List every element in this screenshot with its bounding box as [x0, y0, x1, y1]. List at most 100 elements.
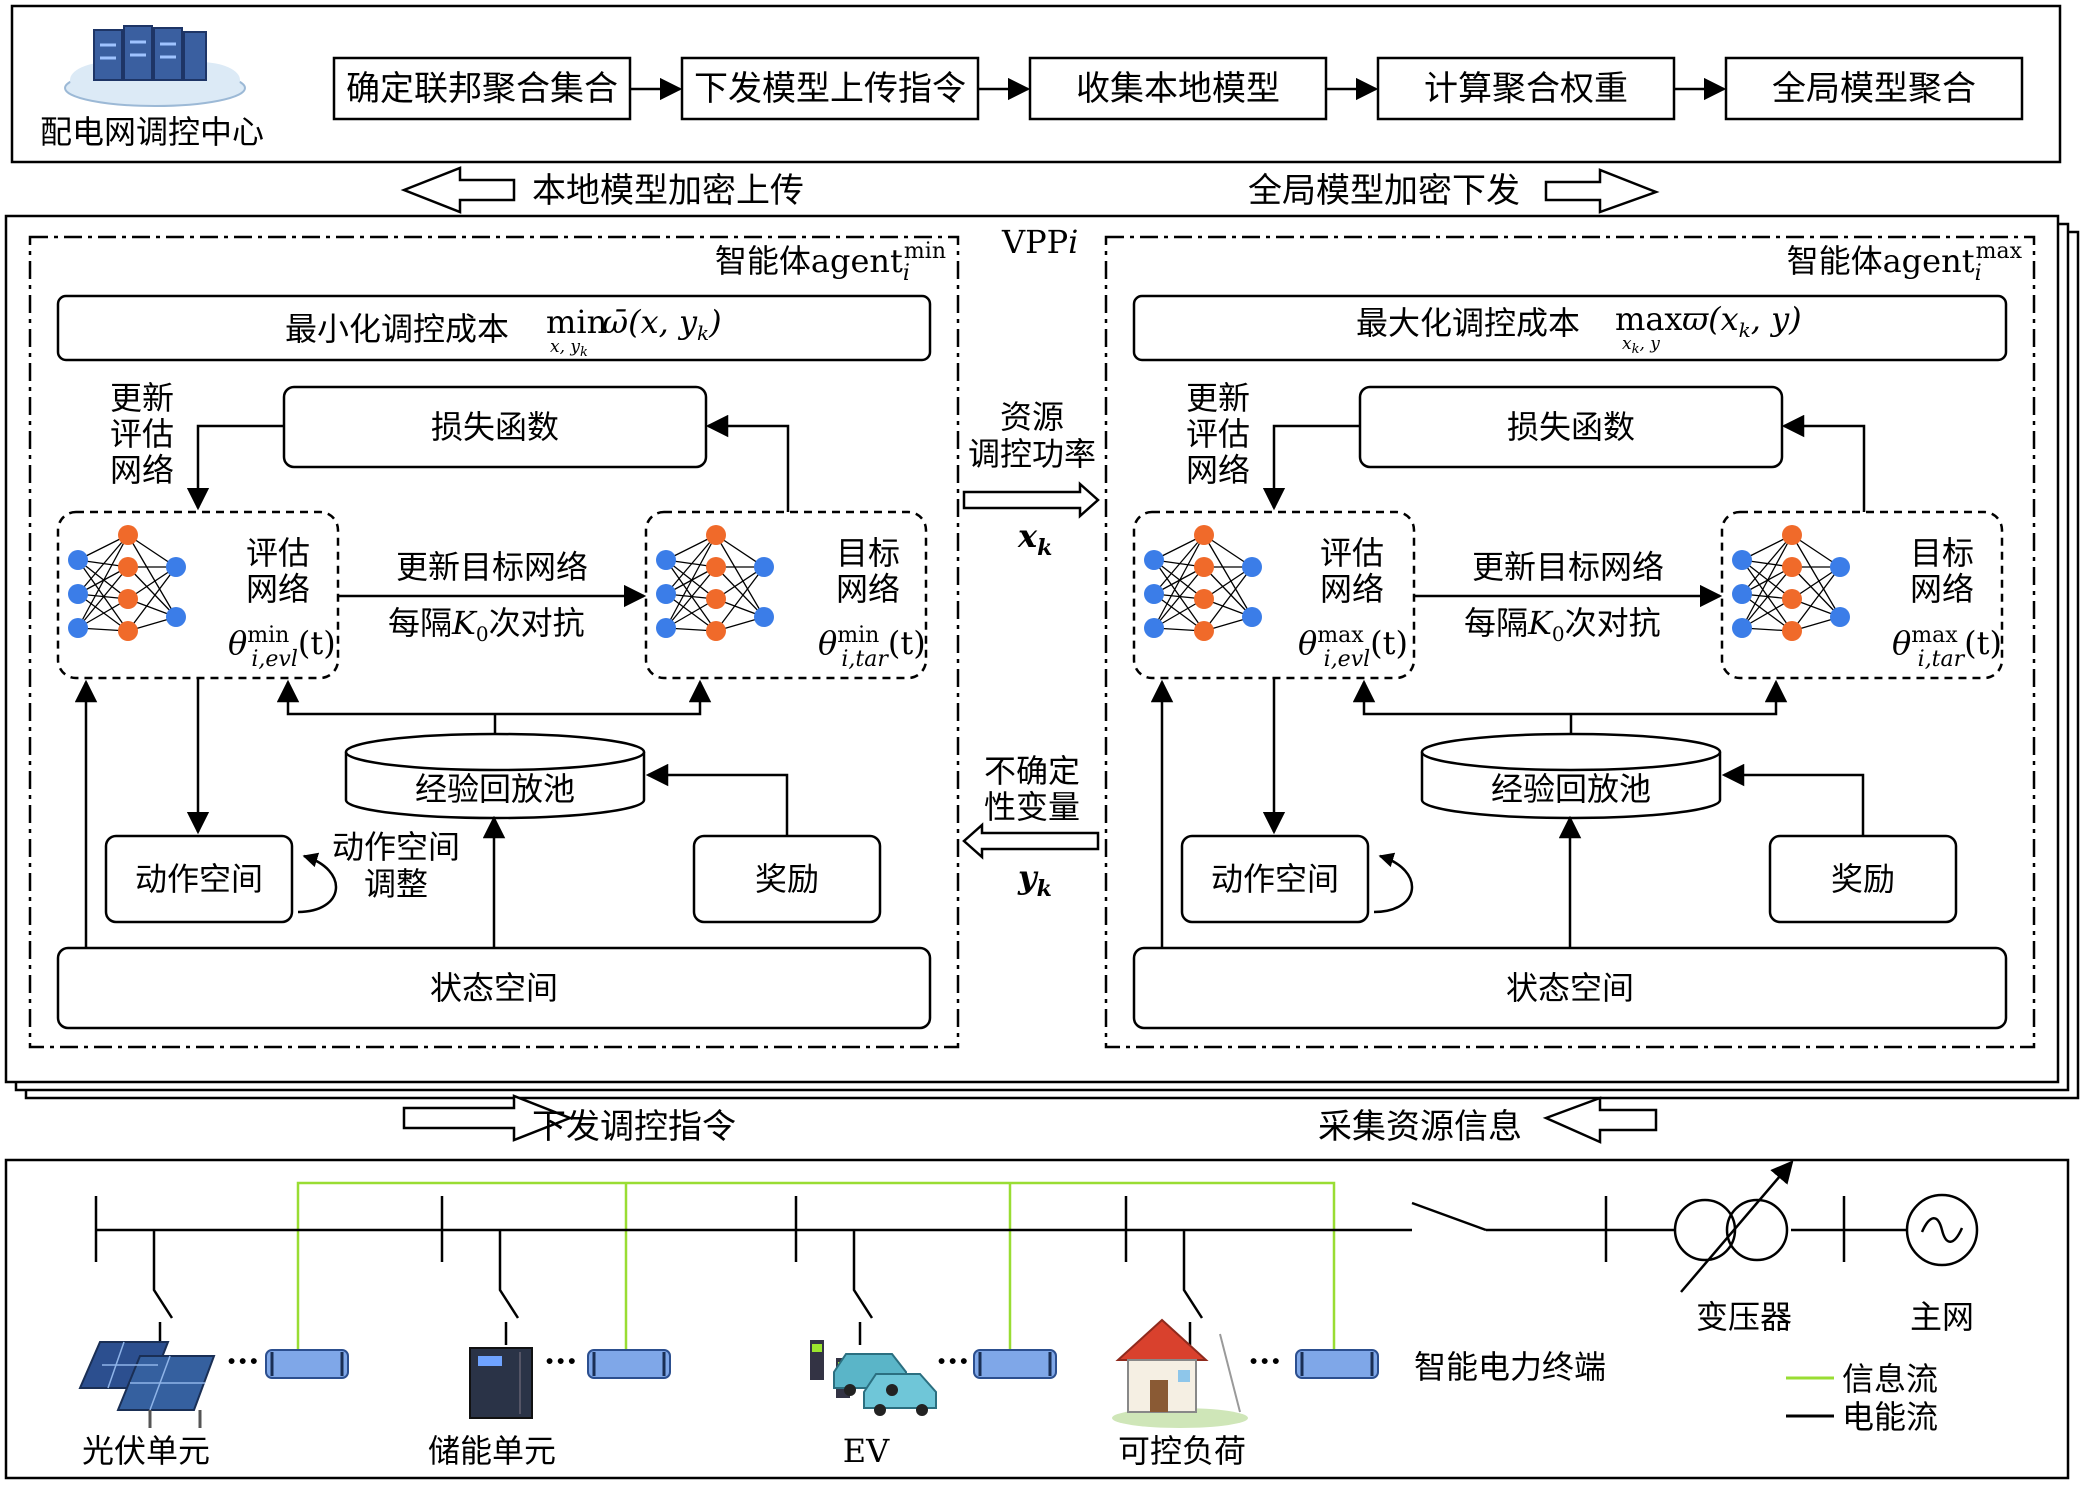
upload-label: 本地模型加密上传	[532, 171, 804, 211]
nn-edge	[715, 566, 765, 632]
nn-hidden-node	[118, 525, 138, 545]
nn-edge	[77, 534, 129, 629]
agent-max-every: 每隔K0次对抗	[1464, 604, 1661, 646]
agent-min-eval-nn-icon	[68, 525, 186, 641]
nn-edge	[77, 559, 129, 600]
nn-hidden-node	[706, 557, 726, 577]
agent-min-update-eval-1: 更新	[110, 379, 174, 417]
agent-max-replay-to-target	[1571, 679, 1788, 716]
step-1-label: 确定联邦聚合集合	[346, 69, 618, 109]
step-box-3	[1028, 56, 1328, 121]
main-grid-label: 主网	[1910, 1298, 1974, 1336]
nn-hidden-node	[1782, 621, 1802, 641]
nn-edge	[77, 593, 129, 632]
nn-edge	[1153, 566, 1205, 629]
agent-max-state-label: 状态空间	[1506, 969, 1634, 1007]
download-arrow-icon	[1544, 168, 1660, 214]
nn-edge	[1741, 534, 1793, 629]
agent-min-target-to-loss	[705, 414, 790, 512]
step-box-4	[1376, 56, 1676, 121]
agent-min-replay-to-eval	[276, 679, 495, 716]
ev-ellipsis: ···	[936, 1342, 969, 1380]
upload-arrow-icon	[400, 166, 516, 214]
agent-min-loss-label: 损失函数	[431, 408, 559, 446]
nn-edge	[77, 566, 129, 629]
unit-label-storage: 储能单元	[428, 1432, 556, 1470]
legend-label-power: 电能流	[1842, 1398, 1938, 1436]
nn-edge	[1153, 534, 1205, 629]
nn-hidden-node	[118, 589, 138, 609]
agent-max-title: 智能体agentimax	[1787, 239, 2023, 286]
agent-max-reward-to-replay	[1721, 763, 1865, 836]
agent-max-panel: 智能体agentimax 最大化调控成本 max xk, y ϖ(xk, y) …	[1104, 235, 2036, 1049]
nn-input-node	[656, 618, 676, 638]
terminal-icon	[973, 1349, 1057, 1379]
agent-max-action-label: 动作空间	[1211, 860, 1339, 898]
storage-cabinet-icon	[469, 1347, 533, 1419]
nn-output-node	[754, 557, 774, 577]
nn-edge	[1741, 534, 1793, 595]
power-label-line2: 调控功率	[968, 435, 1096, 473]
nn-edge	[665, 566, 717, 629]
agent-max-objective-text: 最大化调控成本	[1356, 304, 1580, 342]
unit-label-ev: EV	[843, 1432, 890, 1470]
agent-max-target-net-1: 目标	[1910, 534, 1974, 572]
nn-edge	[715, 534, 765, 618]
power-arrow-icon	[962, 481, 1100, 519]
nn-edge	[77, 534, 129, 595]
nn-edge	[665, 559, 717, 632]
agent-min-target-net-1: 目标	[836, 534, 900, 572]
agent-min-eval-net-2: 网络	[246, 570, 310, 608]
nn-input-node	[656, 584, 676, 604]
agent-max-objective-box	[1132, 294, 2008, 362]
nn-edge	[1791, 534, 1841, 618]
nn-edge	[1741, 559, 1793, 632]
transformer-label: 变压器	[1696, 1298, 1792, 1336]
legend: 信息流 电能流	[1786, 1360, 1938, 1436]
step-5-label: 全局模型聚合	[1772, 69, 1976, 109]
collect-label: 采集资源信息	[1318, 1107, 1522, 1147]
agent-min-target-nn-icon	[656, 525, 774, 641]
info-flow-lines	[296, 1181, 1336, 1355]
agent-min-title: 智能体agentimin	[715, 239, 946, 286]
agent-max-update-eval-3: 网络	[1186, 451, 1250, 489]
agent-min-update-eval-3: 网络	[110, 451, 174, 489]
legend-label-info: 信息流	[1842, 1360, 1938, 1398]
control-center-label: 配电网调控中心	[40, 113, 264, 151]
download-label: 全局模型加密下发	[1248, 171, 1520, 211]
nn-input-node	[1144, 618, 1164, 638]
house-load-icon	[1112, 1318, 1248, 1428]
power-bus	[94, 1196, 1906, 1262]
agent-max-replay-label: 经验回放池	[1491, 770, 1651, 808]
nn-output-node	[166, 557, 186, 577]
nn-output-node	[1242, 607, 1262, 627]
terminal-label: 智能电力终端	[1414, 1348, 1606, 1386]
grid-panel	[4, 1158, 2070, 1480]
aggregation-steps: 确定联邦聚合集合 下发模型上传指令 收集本地模型 计算聚合权重 全局模型聚合	[332, 56, 2024, 121]
nn-hidden-node	[118, 557, 138, 577]
nn-edge	[665, 593, 717, 632]
agent-min-objective-func: ω̄(x, yk)	[602, 303, 722, 345]
agent-max-replay-to-eval	[1352, 679, 1571, 716]
nn-edge	[1791, 566, 1841, 618]
nn-hidden-node	[1194, 525, 1214, 545]
nn-hidden-node	[118, 621, 138, 641]
nn-edge	[1203, 534, 1253, 618]
agent-min-action-adjust-2: 调整	[364, 865, 428, 903]
nn-edge	[1153, 534, 1205, 595]
agent-min-target-net-2: 网络	[836, 570, 900, 608]
nn-input-node	[656, 550, 676, 570]
nn-edge	[1153, 559, 1205, 600]
ev-charging-icon	[810, 1340, 937, 1416]
nn-edge	[1203, 566, 1253, 632]
agent-max-objective-op: max	[1615, 300, 1682, 338]
agent-max-eval-nn-icon	[1144, 525, 1262, 641]
nn-input-node	[1732, 584, 1752, 604]
agent-min-objective-text: 最小化调控成本	[285, 310, 509, 348]
terminal-icon	[587, 1349, 671, 1379]
agent-min-action-adjust-1: 动作空间	[332, 828, 460, 866]
nn-edge	[1741, 559, 1793, 600]
agent-min-update-target: 更新目标网络	[396, 548, 588, 586]
